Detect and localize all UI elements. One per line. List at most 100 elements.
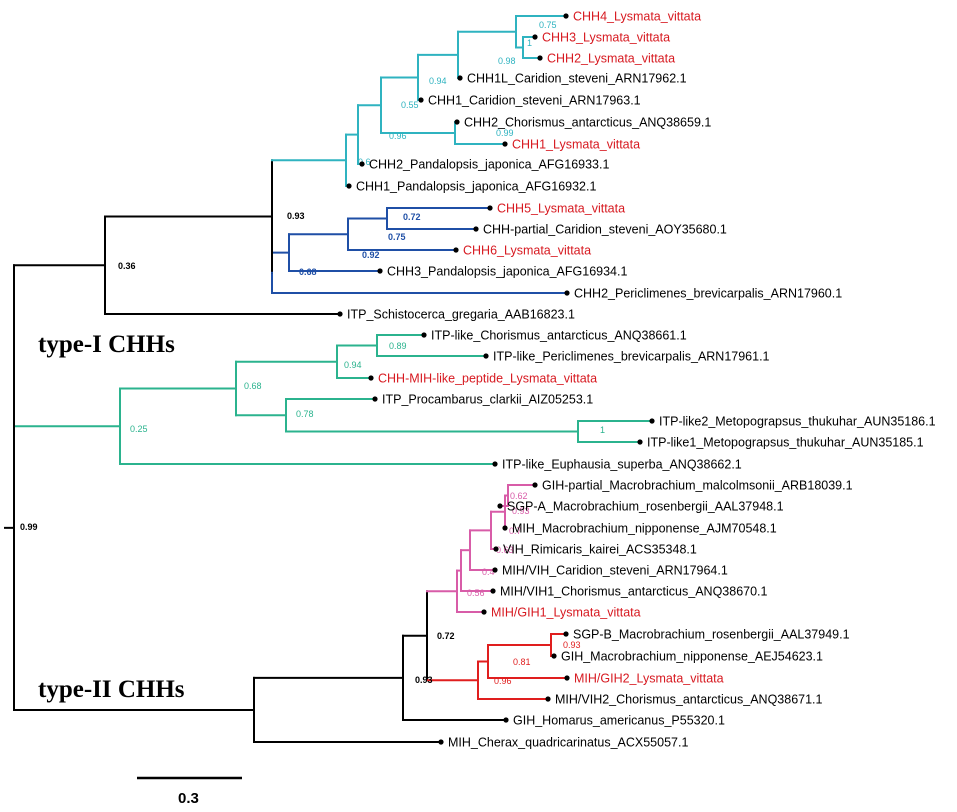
leaf-label: GIH_Macrobrachium_nipponense_AEJ54623.1: [561, 650, 823, 664]
support-value: 0.93: [415, 675, 433, 685]
support-value: 0.93: [512, 506, 530, 516]
leaf-label: ITP-like_Periclimenes_brevicarpalis_ARN1…: [493, 350, 770, 364]
leaf-label: SGP-A_Macrobrachium_rosenbergii_AAL37948…: [507, 500, 784, 514]
leaf-label: ITP-like_Euphausia_superba_ANQ38662.1: [502, 458, 742, 472]
support-value: 0.68: [244, 381, 262, 391]
support-value: 0.99: [496, 128, 514, 138]
leaf-tip-dot: [545, 696, 551, 702]
leaf-label: MIH/VIH2_Chorismus_antarcticus_ANQ38671.…: [555, 693, 823, 707]
leaf-label: MIH/GIH1_Lysmata_vittata: [491, 606, 641, 620]
support-value: 0.75: [539, 20, 557, 30]
leaf-tip-dot: [502, 141, 508, 147]
leaf-tip-dot: [481, 609, 487, 615]
group-label-type1: type-I CHHs: [38, 331, 175, 358]
leaf-label: CHH6_Lysmata_vittata: [463, 244, 591, 258]
group-label-type2: type-II CHHs: [38, 676, 185, 703]
support-value: 0.75: [388, 232, 406, 242]
leaf-tip-dot: [564, 290, 570, 296]
support-value: 0.96: [389, 131, 407, 141]
leaf-tip-dot: [368, 375, 374, 381]
support-value: 0.25: [130, 424, 148, 434]
leaf-label: MIH_Cherax_quadricarinatus_ACX55057.1: [448, 736, 688, 750]
leaf-label: CHH2_Chorismus_antarcticus_ANQ38659.1: [464, 116, 711, 130]
support-value: 0.55: [401, 100, 419, 110]
support-value: 0.89: [389, 341, 407, 351]
support-value: 0.81: [513, 657, 531, 667]
leaf-tip-dot: [649, 418, 655, 424]
leaf-label: MIH/VIH1_Chorismus_antarcticus_ANQ38670.…: [500, 585, 768, 599]
support-value: 0.4: [482, 567, 495, 577]
leaf-tip-dot: [563, 13, 569, 19]
leaf-tip-dot: [372, 396, 378, 402]
leaf-tip-dot: [454, 119, 460, 125]
leaf-tip-dot: [492, 567, 498, 573]
support-value: 1: [600, 425, 605, 435]
leaf-tip-dot: [377, 268, 383, 274]
leaf-tip-dot: [493, 546, 499, 552]
support-value: 0.6: [358, 157, 371, 167]
leaf-label: CHH4_Lysmata_vittata: [573, 10, 701, 24]
leaf-label: VIH_Rimicaris_kairei_ACS35348.1: [503, 543, 697, 557]
support-value: 0.36: [118, 261, 136, 271]
leaf-label: MIH_Macrobrachium_nipponense_AJM70548.1: [512, 522, 777, 536]
support-value: 0.96: [494, 676, 512, 686]
leaf-label: CHH2_Pandalopsis_japonica_AFG16933.1: [369, 158, 609, 172]
support-value: 0.72: [403, 212, 421, 222]
leaf-tip-dot: [483, 353, 489, 359]
support-value: 0.98: [498, 56, 516, 66]
leaf-tip-dot: [637, 439, 643, 445]
leaf-tip-dot: [564, 675, 570, 681]
leaf-label: MIH/VIH_Caridion_steveni_ARN17964.1: [502, 564, 728, 578]
leaf-labels: CHH4_Lysmata_vittataCHH3_Lysmata_vittata…: [337, 10, 936, 750]
support-value: 0.94: [429, 76, 447, 86]
leaf-label: CHH1_Caridion_steveni_ARN17963.1: [428, 94, 641, 108]
leaf-tip-dot: [532, 34, 538, 40]
leaf-tip-dot: [563, 631, 569, 637]
leaf-label: CHH3_Pandalopsis_japonica_AFG16934.1: [387, 265, 627, 279]
leaf-label: ITP-like2_Metopograpsus_thukuhar_AUN3518…: [659, 415, 936, 429]
leaf-tip-dot: [497, 503, 503, 509]
support-values: 0.75 1 0.98 0.94 0.55 0.99 0.96 0.6 0.93 0.72 0.75…: [20, 20, 605, 686]
leaf-label: CHH5_Lysmata_vittata: [497, 202, 625, 216]
support-value: 0.94: [344, 360, 362, 370]
leaf-label: CHH1L_Caridion_steveni_ARN17962.1: [467, 72, 687, 86]
leaf-label: GIH-partial_Macrobrachium_malcolmsonii_A…: [542, 479, 853, 493]
leaf-label: GIH_Homarus_americanus_P55320.1: [513, 714, 725, 728]
leaf-label: SGP-B_Macrobrachium_rosenbergii_AAL37949…: [573, 628, 850, 642]
support-value: 0.63: [496, 545, 514, 555]
leaf-tip-dot: [492, 461, 498, 467]
support-value: 1: [527, 38, 532, 48]
leaf-tip-dot: [537, 55, 543, 61]
leaf-tip-dot: [551, 653, 557, 659]
leaf-tip-dot: [502, 525, 508, 531]
support-value: 0.68: [299, 267, 317, 277]
leaf-tip-dot: [346, 183, 352, 189]
leaf-tip-dot: [421, 332, 427, 338]
scale-bar-label: 0.3: [178, 790, 199, 807]
support-value: 0.99: [20, 522, 38, 532]
support-value: 0.92: [362, 250, 380, 260]
leaf-label: CHH2_Lysmata_vittata: [547, 52, 675, 66]
support-value: 0.93: [287, 211, 305, 221]
leaf-tip-dot: [532, 482, 538, 488]
leaf-label: ITP-like_Chorismus_antarcticus_ANQ38661.…: [431, 329, 687, 343]
support-value: 0.7: [509, 526, 522, 536]
tree-branches: [4, 15, 653, 743]
leaf-tip-dot: [473, 226, 479, 232]
leaf-label: CHH1_Lysmata_vittata: [512, 138, 640, 152]
leaf-tip-dot: [418, 97, 424, 103]
leaf-tip-dot: [503, 717, 509, 723]
leaf-label: CHH-MIH-like_peptide_Lysmata_vittata: [378, 372, 597, 386]
leaf-label: ITP-like1_Metopograpsus_thukuhar_AUN3518…: [647, 436, 924, 450]
leaf-label: MIH/GIH2_Lysmata_vittata: [574, 672, 724, 686]
support-value: 0.62: [510, 491, 528, 501]
leaf-tip-dot: [337, 311, 343, 317]
leaf-label: CHH-partial_Caridion_steveni_AOY35680.1: [483, 223, 727, 237]
leaf-label: ITP_Procambarus_clarkii_AIZ05253.1: [382, 393, 593, 407]
leaf-tip-dot: [359, 161, 365, 167]
leaf-label: ITP_Schistocerca_gregaria_AAB16823.1: [347, 308, 575, 322]
leaf-tip-dot: [490, 588, 496, 594]
support-value: 0.78: [296, 409, 314, 419]
leaf-tip-dot: [487, 205, 493, 211]
